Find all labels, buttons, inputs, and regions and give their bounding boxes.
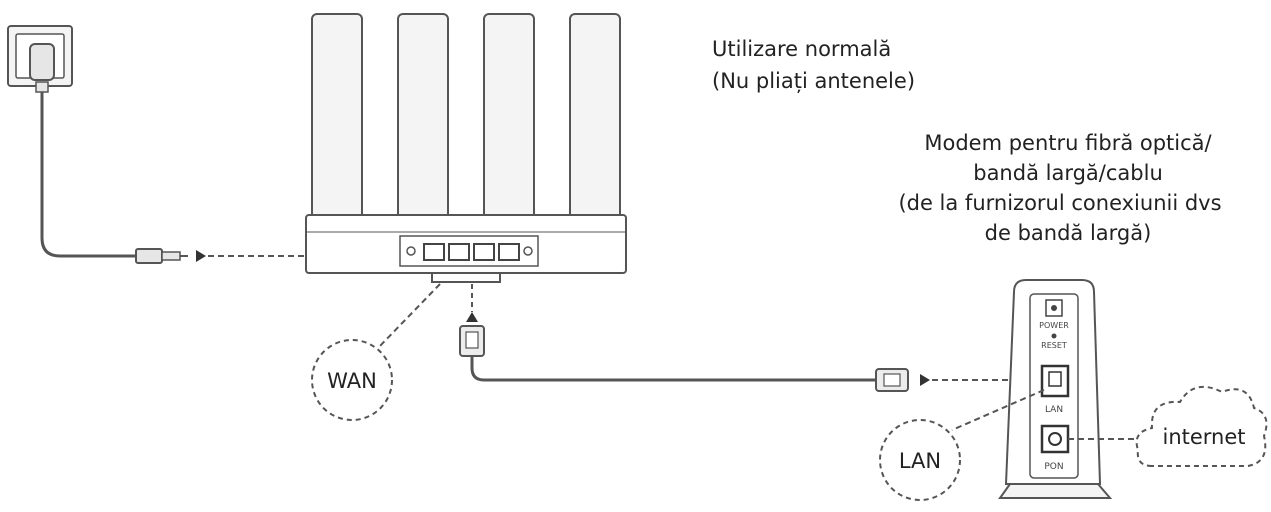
- modem-reset-icon: [1051, 333, 1057, 339]
- modem-description-line4: de bandă largă): [984, 221, 1152, 245]
- router: [305, 13, 627, 283]
- power-cable: [40, 92, 136, 258]
- router-port: [423, 243, 445, 261]
- modem-reset-label: RESET: [1041, 341, 1067, 350]
- router-port: [498, 243, 520, 261]
- router-reset-icon: [523, 246, 533, 256]
- usage-note-line2: (Nu pliați antenele): [712, 69, 916, 93]
- lan-arrow-icon: [920, 374, 930, 386]
- router-port: [448, 243, 470, 261]
- lan-pointer-dashed: [951, 389, 1045, 431]
- router-antenna: [311, 13, 363, 241]
- wan-callout-circle: [311, 339, 393, 421]
- router-antenna: [397, 13, 449, 241]
- ethernet-plug-modem: [875, 368, 909, 392]
- modem: POWER RESET LAN PON: [998, 279, 1113, 499]
- ethernet-cable: [470, 356, 876, 382]
- lan-callout-label: LAN: [898, 449, 942, 473]
- router-antenna: [483, 13, 535, 241]
- modem-pon-label: PON: [1044, 462, 1063, 472]
- router-port: [473, 243, 495, 261]
- ethernet-plug-router: [459, 325, 485, 357]
- internet-label: internet: [1162, 425, 1246, 449]
- modem-description-line3: (de la furnizorul conexiunii dvs: [898, 191, 1222, 215]
- modem-description-line1: Modem pentru fibră optică/: [924, 131, 1212, 155]
- wan-arrow-icon: [466, 312, 478, 322]
- power-plug: [135, 248, 188, 264]
- modem-lan-label: LAN: [1045, 405, 1063, 415]
- internet-cloud-icon: [1135, 385, 1268, 467]
- power-arrow-icon: [196, 250, 206, 262]
- modem-base: [998, 483, 1113, 499]
- modem-power-label: POWER: [1039, 321, 1069, 330]
- power-adapter: [29, 43, 55, 93]
- modem-description-line2: bandă largă/cablu: [973, 161, 1163, 185]
- usage-note-line1: Utilizare normală: [712, 37, 892, 61]
- router-antenna: [569, 13, 621, 241]
- wan-pointer-dashed: [379, 283, 441, 347]
- wan-callout-label: WAN: [327, 369, 377, 393]
- router-power-button-icon: [406, 246, 416, 256]
- wan-port-bracket: [431, 272, 501, 283]
- lan-callout-circle: [879, 419, 961, 501]
